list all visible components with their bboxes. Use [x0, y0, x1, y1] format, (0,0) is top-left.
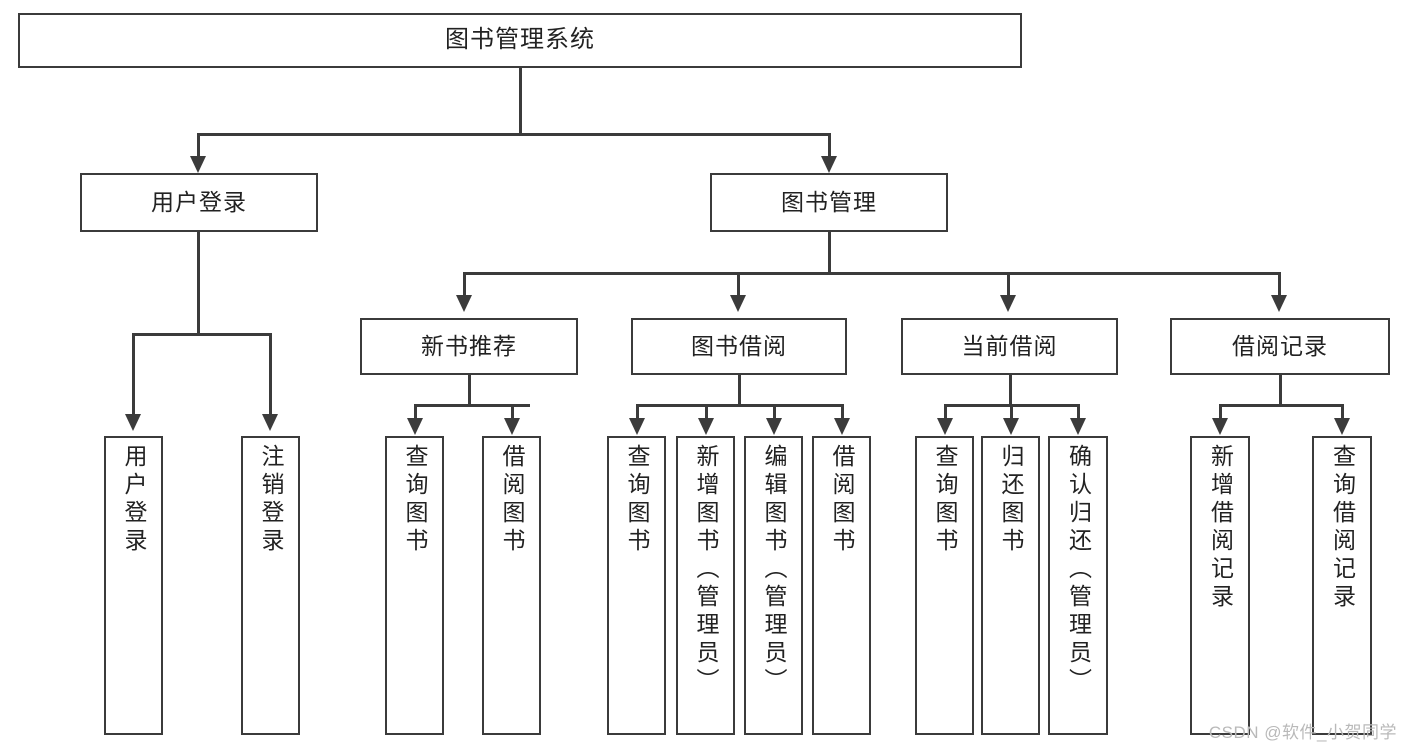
node-label: 借阅图书	[829, 444, 855, 556]
arrow-user-login-child-2	[262, 414, 278, 431]
arrow-nbr-child-2	[504, 418, 520, 435]
leaf-edit-book[interactable]: 编辑图书（管理员）	[744, 436, 803, 735]
connector-bb-child-4	[841, 404, 844, 420]
arrow-user-login-child-1	[125, 414, 141, 431]
node-label: 新书推荐	[421, 332, 517, 359]
connector-root-to-book-management	[828, 133, 831, 158]
node-label: 查询图书	[402, 444, 428, 556]
arrow-bb-child-4	[834, 418, 850, 435]
connector-root-to-user-login	[197, 133, 200, 158]
leaf-query-book-borrow[interactable]: 查询图书	[607, 436, 666, 735]
connector-cb-child-3	[1077, 404, 1080, 420]
arrow-cb-child-2	[1003, 418, 1019, 435]
node-label: 新增图书（管理员）	[693, 444, 719, 696]
connector-bb-bus	[636, 404, 844, 407]
node-label: 图书管理	[781, 188, 877, 215]
node-current-borrow[interactable]: 当前借阅	[901, 318, 1118, 375]
node-book-management[interactable]: 图书管理	[710, 173, 948, 232]
connector-cb-child-1	[944, 404, 947, 420]
leaf-query-book-current[interactable]: 查询图书	[915, 436, 974, 735]
node-label: 归还图书	[998, 444, 1024, 556]
connector-cb-child-2	[1010, 404, 1013, 420]
leaf-borrow-book-recommend[interactable]: 借阅图书	[482, 436, 541, 735]
node-label: 当前借阅	[961, 332, 1058, 359]
arrow-bb-child-3	[766, 418, 782, 435]
connector-br-bus	[1219, 404, 1344, 407]
connector-user-login-child-1	[132, 333, 135, 416]
connector-bb-child-3	[773, 404, 776, 420]
node-label: 新增借阅记录	[1207, 444, 1234, 612]
arrow-bm-child-3	[1000, 295, 1016, 312]
arrow-br-child-1	[1212, 418, 1228, 435]
leaf-return-book[interactable]: 归还图书	[981, 436, 1040, 735]
arrow-cb-child-3	[1070, 418, 1086, 435]
leaf-query-borrow-record[interactable]: 查询借阅记录	[1312, 436, 1372, 735]
node-root-book-management-system[interactable]: 图书管理系统	[18, 13, 1022, 68]
node-new-book-recommend[interactable]: 新书推荐	[360, 318, 578, 375]
node-label: 图书管理系统	[445, 26, 595, 54]
arrow-bb-child-2	[698, 418, 714, 435]
arrow-bm-child-4	[1271, 295, 1287, 312]
arrow-root-to-book-management	[821, 156, 837, 173]
arrow-nbr-child-1	[407, 418, 423, 435]
connector-nbr-child-2	[511, 404, 514, 420]
arrow-root-to-user-login	[190, 156, 206, 173]
watermark-text: CSDN @软件_小贺同学	[1208, 723, 1397, 742]
connector-bb-stem	[738, 375, 741, 406]
node-label: 用户登录	[151, 188, 247, 215]
connector-nbr-child-1	[414, 404, 417, 420]
node-user-login[interactable]: 用户登录	[80, 173, 318, 232]
connector-bm-child-4	[1278, 272, 1281, 297]
node-label: 确认归还（管理员）	[1065, 444, 1092, 696]
connector-user-login-stem	[197, 232, 200, 335]
connector-cb-stem	[1009, 375, 1012, 406]
node-label: 注销登录	[258, 444, 284, 556]
leaf-query-book-recommend[interactable]: 查询图书	[385, 436, 444, 735]
connector-bb-child-1	[636, 404, 639, 420]
connector-book-management-bus	[463, 272, 1281, 275]
node-label: 图书借阅	[691, 332, 787, 359]
connector-bm-child-1	[463, 272, 466, 297]
arrow-bm-child-2	[730, 295, 746, 312]
connector-nbr-bus	[414, 404, 530, 407]
leaf-add-book[interactable]: 新增图书（管理员）	[676, 436, 735, 735]
connector-bm-child-2	[737, 272, 740, 297]
connector-br-child-2	[1341, 404, 1344, 420]
connector-root-bus	[197, 133, 831, 136]
connector-bb-child-2	[705, 404, 708, 420]
node-label: 编辑图书（管理员）	[761, 444, 787, 696]
connector-user-login-child-2	[269, 333, 272, 416]
node-label: 借阅记录	[1232, 332, 1328, 359]
arrow-bm-child-1	[456, 295, 472, 312]
connector-br-child-1	[1219, 404, 1222, 420]
node-label: 查询借阅记录	[1329, 444, 1356, 612]
connector-book-management-stem	[828, 232, 831, 275]
connector-user-login-bus	[132, 333, 270, 336]
leaf-borrow-book[interactable]: 借阅图书	[812, 436, 871, 735]
leaf-user-login[interactable]: 用户登录	[104, 436, 163, 735]
arrow-br-child-2	[1334, 418, 1350, 435]
node-label: 用户登录	[121, 444, 147, 556]
connector-bm-child-3	[1007, 272, 1010, 297]
connector-nbr-stem	[468, 375, 471, 406]
leaf-add-borrow-record[interactable]: 新增借阅记录	[1190, 436, 1250, 735]
connector-br-stem	[1279, 375, 1282, 406]
arrow-cb-child-1	[937, 418, 953, 435]
node-label: 查询图书	[932, 444, 958, 556]
node-label: 查询图书	[624, 444, 650, 556]
node-borrow-record[interactable]: 借阅记录	[1170, 318, 1390, 375]
node-book-borrow[interactable]: 图书借阅	[631, 318, 847, 375]
leaf-user-logout[interactable]: 注销登录	[241, 436, 300, 735]
connector-root-stem	[519, 68, 522, 135]
arrow-bb-child-1	[629, 418, 645, 435]
leaf-confirm-return[interactable]: 确认归还（管理员）	[1048, 436, 1108, 735]
node-label: 借阅图书	[499, 444, 525, 556]
